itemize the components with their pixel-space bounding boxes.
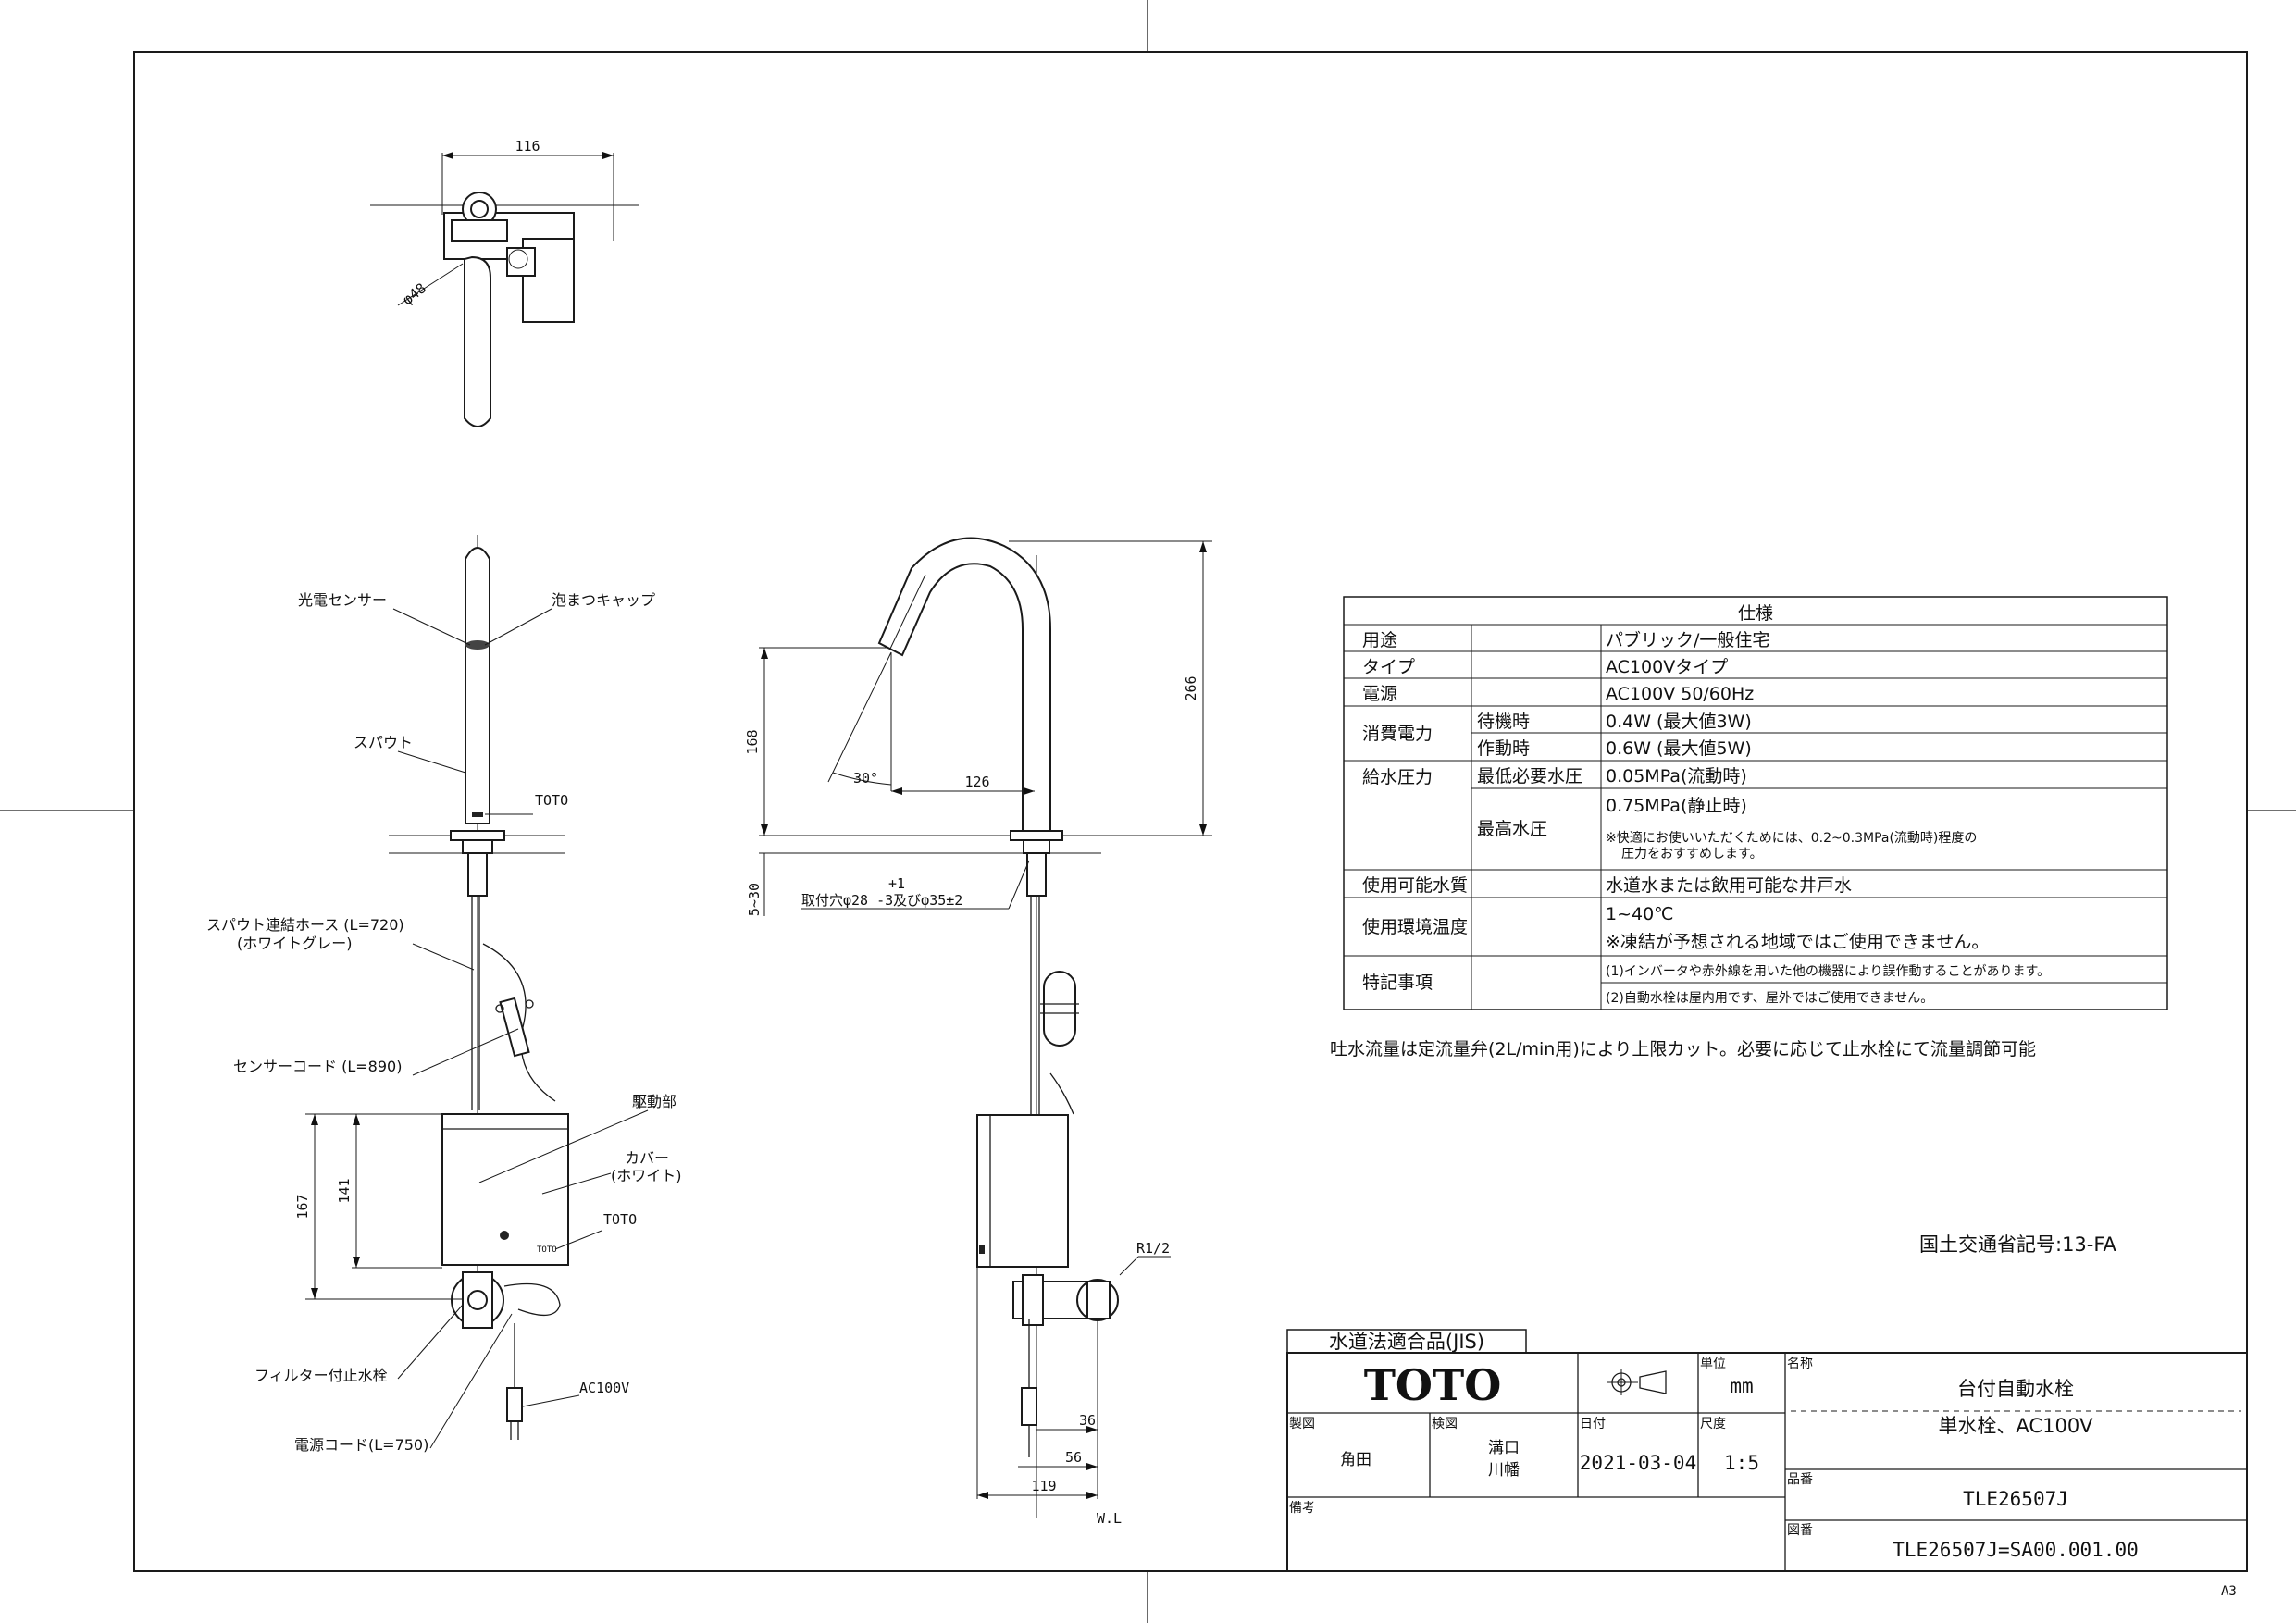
- spec-type-value: AC100Vタイプ: [1606, 657, 1728, 677]
- dim-hole-tol: +1: [888, 875, 905, 892]
- sheet-size: A3: [2221, 1584, 2237, 1599]
- toto-logo: TOTO: [1364, 1360, 1502, 1410]
- top-view: 116 φ48: [370, 138, 639, 427]
- spec-pressure-note1: ※快適にお使いいただくためには、0.2~0.3MPa(流動時)程度の: [1606, 830, 1977, 846]
- label-hose-color: (ホワイトグレー): [237, 935, 353, 952]
- dim-116: 116: [515, 138, 540, 155]
- flow-note: 吐水流量は定流量弁(2L/min用)により上限カット。必要に応じて止水栓にて流量…: [1330, 1039, 2036, 1059]
- part-label: 品番: [1787, 1472, 1813, 1487]
- spec-water-value: 水道水または飲用可能な井戸水: [1606, 875, 1852, 896]
- dim-168: 168: [744, 729, 761, 754]
- spec-temp-note: ※凍結が予想される地域ではご使用できません。: [1606, 932, 1989, 952]
- label-ac100v: AC100V: [579, 1380, 629, 1396]
- label-drive-unit: 駆動部: [632, 1093, 676, 1110]
- unit-label: 単位: [1700, 1357, 1726, 1371]
- drawn-by: 角田: [1340, 1451, 1371, 1469]
- spec-min-pressure: 0.05MPa(流動時): [1606, 766, 1747, 787]
- spec-temp-value: 1~40℃: [1606, 904, 1674, 924]
- date-label: 日付: [1580, 1417, 1606, 1431]
- checked-by-1: 溝口: [1488, 1439, 1520, 1457]
- front-view: 168 266 30° 126 5~30 +1 取付穴φ28 -3及びφ35±2…: [744, 537, 1212, 1527]
- dim-range: 5~30: [746, 883, 763, 916]
- spec-active-label: 作動時: [1477, 738, 1530, 759]
- dim-phi48: φ48: [399, 279, 428, 308]
- label-cover-color: (ホワイト): [611, 1167, 682, 1184]
- label-toto-2: TOTO: [603, 1211, 637, 1228]
- spec-consumption-label: 消費電力: [1362, 724, 1433, 744]
- spec-use-value: パブリック/一般住宅: [1606, 629, 1769, 650]
- unit-brand-mark: TOTO: [537, 1245, 557, 1255]
- drawing-label: 図番: [1787, 1523, 1813, 1538]
- label-spout: スパウト: [354, 734, 413, 751]
- name-label: 名称: [1787, 1357, 1813, 1371]
- label-sensor-cord: センサーコード (L=890): [233, 1058, 402, 1075]
- unit-value: mm: [1730, 1375, 1753, 1397]
- sheet-border: [133, 51, 2248, 1572]
- dim-167: 167: [294, 1194, 311, 1219]
- label-toto: TOTO: [535, 792, 568, 809]
- side-view: TOTO 167 141 光電センサ: [206, 535, 682, 1454]
- dim-thread: R1/2: [1136, 1240, 1170, 1257]
- product-subname: 単水栓、AC100V: [1938, 1415, 2093, 1437]
- label-hose: スパウト連結ホース (L=720): [206, 916, 404, 934]
- product-name: 台付自動水栓: [1957, 1378, 2074, 1400]
- spec-temp-label: 使用環境温度: [1362, 917, 1468, 937]
- spec-special-label: 特記事項: [1362, 973, 1433, 993]
- dim-119: 119: [1031, 1478, 1056, 1494]
- spec-power-value: AC100V 50/60Hz: [1606, 684, 1754, 704]
- spec-water-label: 使用可能水質: [1362, 875, 1468, 896]
- dim-hole: 取付穴φ28 -3及びφ35±2: [801, 892, 962, 909]
- spec-standby-value: 0.4W (最大値3W): [1606, 712, 1752, 732]
- spec-type-label: タイプ: [1362, 657, 1415, 677]
- spec-pressure-note2: 圧力をおすすめします。: [1621, 847, 1763, 861]
- remarks-label: 備考: [1289, 1501, 1315, 1516]
- spec-use-label: 用途: [1362, 630, 1397, 650]
- spec-special-note2: (2)自動水栓は屋内用です、屋外ではご使用できません。: [1606, 990, 1933, 1006]
- label-wl: W.L: [1097, 1510, 1122, 1527]
- dim-141: 141: [336, 1178, 353, 1203]
- dim-56: 56: [1065, 1449, 1082, 1466]
- part-number: TLE26507J: [1963, 1488, 2068, 1510]
- checked-by-2: 川幡: [1488, 1461, 1520, 1480]
- label-cover: カバー: [625, 1149, 669, 1167]
- drawn-label: 製図: [1289, 1417, 1315, 1431]
- label-aerator-cap: 泡まつキャップ: [552, 591, 655, 609]
- jis-mark: 水道法適合品(JIS): [1329, 1331, 1484, 1353]
- date-value: 2021-03-04: [1580, 1452, 1696, 1474]
- spec-special-note1: (1)インバータや赤外線を用いた他の機器により誤作動することがあります。: [1606, 964, 2050, 979]
- spec-min-pressure-label: 最低必要水圧: [1477, 766, 1582, 787]
- scale-label: 尺度: [1700, 1417, 1726, 1431]
- scale-value: 1:5: [1724, 1452, 1759, 1474]
- spec-pressure-label: 給水圧力: [1362, 767, 1433, 787]
- projection-symbol-icon: [1607, 1369, 1667, 1395]
- checked-label: 検図: [1432, 1417, 1458, 1431]
- title-block: 水道法適合品(JIS) TOTO 単位 mm 名称 台付自動水栓 単水栓、AC1…: [1286, 1329, 2248, 1572]
- dim-266: 266: [1183, 675, 1199, 700]
- spec-max-pressure: 0.75MPa(静止時): [1606, 796, 1747, 816]
- spec-standby-label: 待機時: [1477, 712, 1530, 732]
- label-filter-valve: フィルター付止水栓: [254, 1367, 388, 1384]
- spec-title: 仕様: [1738, 603, 1773, 624]
- drawing-number: TLE26507J=SA00.001.00: [1893, 1539, 2139, 1561]
- spec-max-pressure-label: 最高水圧: [1477, 819, 1547, 839]
- spec-active-value: 0.6W (最大値5W): [1606, 738, 1752, 759]
- dim-126: 126: [964, 774, 989, 790]
- dim-angle: 30°: [853, 770, 878, 787]
- spec-power-label: 電源: [1362, 684, 1397, 704]
- spec-table: 仕様 用途 パブリック/一般住宅 タイプ AC100Vタイプ 電源 AC100V…: [1343, 596, 2168, 1010]
- label-power-cord: 電源コード(L=750): [294, 1436, 428, 1454]
- label-photo-sensor: 光電センサー: [298, 591, 387, 609]
- dim-36: 36: [1079, 1412, 1096, 1429]
- mlit-code: 国土交通省記号:13-FA: [1919, 1233, 2117, 1256]
